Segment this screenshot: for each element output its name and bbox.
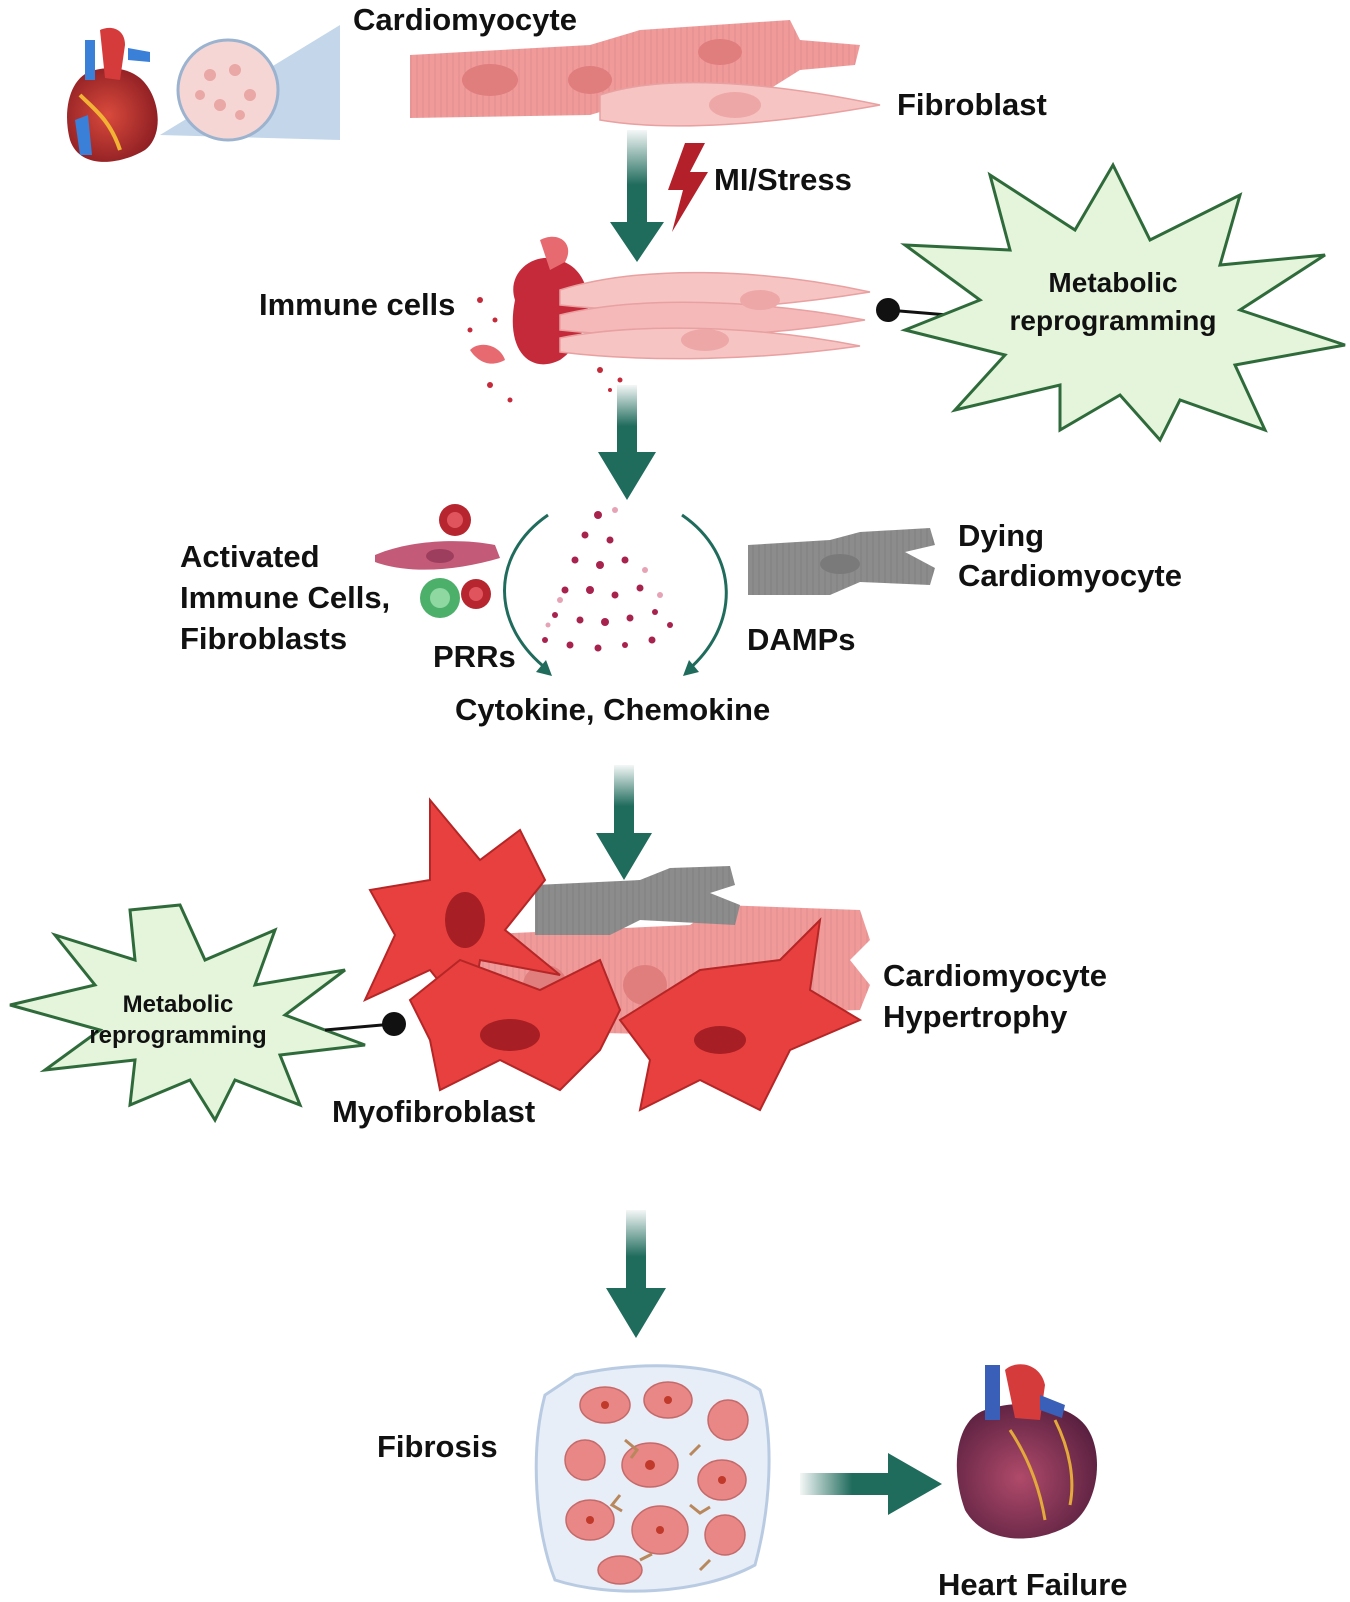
label-prrs: PRRs <box>433 639 516 674</box>
label-hypertrophy-1: Cardiomyocyte <box>883 958 1107 993</box>
arrow-down-1 <box>610 130 664 262</box>
label-myofibroblast: Myofibroblast <box>332 1094 535 1129</box>
label-damps: DAMPs <box>747 622 856 657</box>
arrow-right <box>800 1453 942 1515</box>
cytokine-particles <box>542 511 673 652</box>
metabolic-burst-bottom: Metabolic reprogramming <box>9 903 366 1124</box>
label-activated-2: Immune Cells, <box>180 580 390 615</box>
arrow-down-2 <box>598 385 656 500</box>
label-cytokine: Cytokine, Chemokine <box>455 692 770 727</box>
immune-cell-cluster <box>467 236 623 403</box>
label-cardiomyocyte: Cardiomyocyte <box>353 2 577 37</box>
label-dying-1: Dying <box>958 518 1044 553</box>
label-metabolic-bottom-1: Metabolic <box>123 991 234 1018</box>
label-heart-failure: Heart Failure <box>938 1567 1128 1602</box>
label-immune-cells: Immune cells <box>259 287 455 322</box>
fibrosis-tissue <box>534 1364 771 1593</box>
label-fibrosis: Fibrosis <box>377 1429 498 1464</box>
label-fibroblast: Fibroblast <box>897 87 1047 122</box>
label-metabolic-bottom-2: reprogramming <box>89 1022 266 1049</box>
activated-fibroblasts <box>559 271 871 360</box>
label-dying-2: Cardiomyocyte <box>958 558 1182 593</box>
dying-cardiomyocyte-cell <box>748 528 935 595</box>
cytokine-particles-light <box>545 507 663 628</box>
arrow-down-4 <box>606 1210 666 1338</box>
curved-arrow-prrs <box>503 513 552 676</box>
heart-icon <box>67 27 158 162</box>
label-metabolic-top-2: reprogramming <box>1010 305 1217 336</box>
activated-cells-group <box>375 504 500 618</box>
arrow-down-3 <box>596 765 652 880</box>
label-mi-stress: MI/Stress <box>714 162 852 197</box>
fibroblast-cell <box>599 81 881 127</box>
metabolic-burst-top: Metabolic reprogramming <box>900 161 1346 443</box>
label-metabolic-top-1: Metabolic <box>1048 267 1177 298</box>
dying-cardiomyocyte-overlap <box>535 866 740 935</box>
label-activated-3: Fibroblasts <box>180 621 347 656</box>
curved-arrow-damps <box>681 513 728 676</box>
myofibroblast-cells <box>362 797 863 1112</box>
lightning-icon <box>668 143 708 232</box>
label-hypertrophy-2: Hypertrophy <box>883 999 1068 1034</box>
inhibition-icon <box>324 1012 406 1036</box>
tissue-zoom-icon <box>160 25 340 142</box>
heart-failure-icon <box>956 1364 1097 1539</box>
label-activated-1: Activated <box>180 539 320 574</box>
